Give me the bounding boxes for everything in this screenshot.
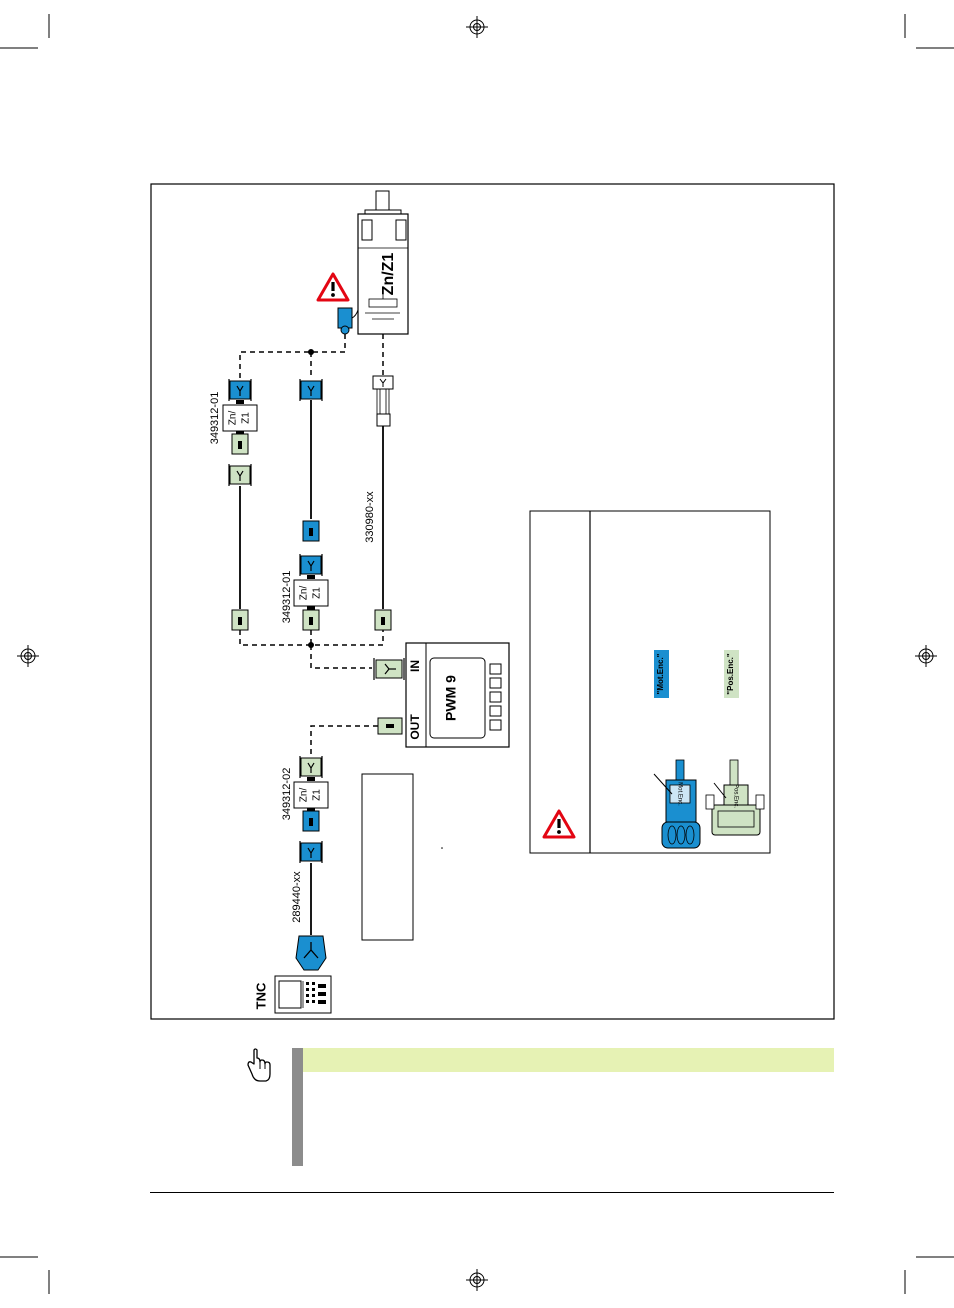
adapter-zn-text: Zn/ [299, 586, 310, 601]
register-mark-icon [914, 644, 938, 668]
legend-pos-enc-label: "Pos.Enc." [726, 653, 735, 695]
register-mark-icon [16, 644, 40, 668]
cable-label-330980: 330980-xx [364, 491, 376, 543]
cable-label-349312-01-mid: 349312-01 [281, 571, 293, 624]
adapter-zn-text: Zn/ [228, 411, 239, 426]
pos-enc-connector-text: Pos.Enc. [732, 784, 738, 808]
register-mark-icon [465, 1268, 489, 1292]
motor [337, 190, 409, 335]
warning-icon [316, 272, 350, 302]
legend-mot-enc-swatch [654, 650, 669, 698]
pwm-label: PWM 9 [443, 675, 459, 721]
adapter-z1-text: Z1 [312, 587, 323, 599]
footer-rule [150, 1192, 834, 1193]
tnc-label: TNC [253, 982, 268, 1009]
adapter-349312-01-top [222, 378, 258, 487]
cable-330980 [372, 375, 394, 631]
port-in-label: IN [408, 660, 422, 672]
register-mark-icon [465, 15, 489, 39]
crop-marks [0, 14, 954, 1294]
tnc-connector [295, 935, 327, 971]
pos-enc-connector-picture [705, 759, 765, 836]
motor-label: Zn/Z1 [380, 253, 397, 296]
adapter-z1-text: Z1 [312, 789, 323, 801]
adapter-zn-text: Zn/ [299, 788, 310, 803]
adapter-349312-01-mid [293, 520, 329, 631]
note-sidebar [292, 1048, 303, 1166]
port-out-label: OUT [408, 714, 422, 740]
pwm-device [373, 642, 510, 748]
mot-enc-connector-text: Mot.Enc. [676, 782, 682, 806]
note-header-bar [303, 1048, 834, 1072]
cable-label-349312-02: 349312-02 [281, 768, 293, 821]
adapter-z1-text: Z1 [241, 412, 252, 424]
adapter-349312-02 [293, 755, 329, 864]
mot-enc-connector-picture [653, 759, 701, 849]
note-box [361, 773, 414, 941]
diagram-frame [150, 183, 835, 1020]
legend-pos-enc-swatch [724, 650, 739, 698]
cable-label-289440: 289440-xx [291, 871, 303, 923]
cable-label-349312-01-top: 349312-01 [209, 392, 221, 445]
pointing-hand-icon [247, 1048, 271, 1082]
tnc-control-icon [274, 975, 332, 1014]
legend-mot-enc-label: "Mot.Enc." [656, 653, 665, 694]
